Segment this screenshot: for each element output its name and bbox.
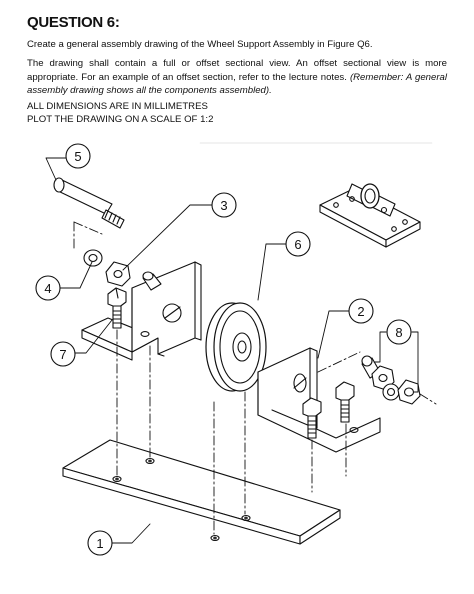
balloon-6: 6	[285, 231, 311, 257]
note-dimensions: ALL DIMENSIONS ARE IN MILLIMETRES	[27, 101, 208, 112]
question-heading: QUESTION 6:	[27, 14, 120, 31]
wheel	[205, 302, 267, 392]
balloon-6-label: 6	[294, 237, 301, 252]
left-bracket	[81, 261, 202, 361]
bolt-right-rear	[335, 381, 355, 423]
balloon-1: 1	[87, 530, 113, 556]
leader-lines	[45, 157, 419, 544]
balloon-3: 3	[211, 192, 237, 218]
nut-right-outer	[397, 379, 421, 405]
balloon-3-label: 3	[220, 198, 227, 213]
bolt-right-front	[302, 397, 322, 439]
nut-left	[105, 261, 131, 287]
washer-left	[83, 249, 103, 267]
balloon-5: 5	[65, 143, 91, 169]
question-body: The drawing shall contain a full or offs…	[27, 57, 447, 98]
balloon-7-label: 7	[59, 347, 66, 362]
assembled-view	[319, 183, 421, 248]
spacer-left	[142, 271, 162, 291]
body-italic: (Remember: A general assembly drawing sh…	[27, 71, 447, 97]
balloon-5-label: 5	[74, 149, 81, 164]
question-notes: ALL DIMENSIONS ARE IN MILLIMETRES PLOT T…	[27, 101, 447, 126]
balloon-4: 4	[35, 275, 61, 301]
body-plain: The drawing shall contain a full or offs…	[27, 58, 447, 83]
bolt-left	[107, 287, 127, 329]
balloon-2: 2	[348, 298, 374, 324]
base-plate	[62, 439, 341, 545]
shaft-pin	[53, 177, 125, 229]
balloon-8-label: 8	[395, 325, 402, 340]
question-intro: Create a general assembly drawing of the…	[27, 39, 373, 50]
centre-lines	[73, 221, 437, 535]
note-scale: PLOT THE DRAWING ON A SCALE OF 1:2	[27, 113, 214, 125]
washer-right	[382, 383, 400, 401]
balloon-1-label: 1	[96, 536, 103, 551]
wheel-support-assembly-figure: 5 3 6 4 2 8 7 1	[35, 142, 437, 556]
balloon-2-label: 2	[357, 304, 364, 319]
balloon-4-label: 4	[44, 281, 51, 296]
balloon-8: 8	[386, 319, 412, 345]
balloon-7: 7	[50, 341, 76, 367]
